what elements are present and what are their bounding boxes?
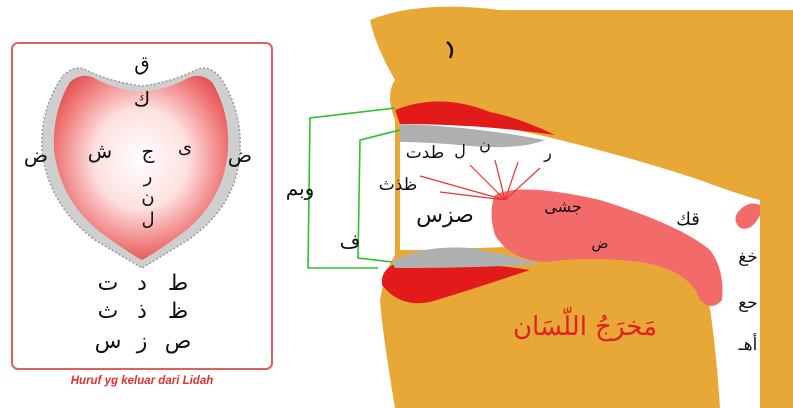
label-jim-group: جشى (544, 197, 582, 216)
tongue-letter-ya: ى (178, 137, 192, 158)
label-nun: ن (479, 135, 491, 154)
label-throat-lower: أهـ (738, 333, 758, 355)
letter-row-3: ص ز س (95, 329, 192, 354)
label-fa: ف (340, 229, 361, 253)
makhraj-title: مَخرَجُ اللّسَان (513, 306, 657, 342)
right-panel: وبم ف طدت ل ن ر ظذث صزس جشى قك ض خغ حع أ… (286, 7, 793, 408)
row3-letter-a: ص (165, 329, 192, 354)
left-panel-caption: Huruf yg keluar dari Lidah (71, 375, 214, 387)
label-dha-group: ظذث (379, 175, 417, 195)
label-throat-middle: حع (738, 293, 758, 313)
row2-letter-b: ذ (137, 299, 147, 324)
tongue-letter-kaf: ك (134, 87, 150, 111)
label-qaf-kaf: قك (676, 209, 700, 230)
label-dhad: ض (592, 236, 609, 252)
left-panel: ق ك ض ض ش ج ى ر ن ل ط د ت ظ ذ ث ص ز س Hu… (12, 43, 272, 387)
label-throat-upper: خغ (738, 247, 758, 267)
row1-letter-a: ط (168, 271, 188, 296)
row2-letter-a: ظ (168, 299, 188, 324)
tongue-letter-ra: ر (143, 166, 153, 187)
tongue-letter-lam: ل (141, 209, 154, 230)
tongue-letter-jim: ج (142, 139, 155, 163)
letter-row-1: ط د ت (98, 271, 189, 296)
label-upper-teeth-group: طدت (406, 143, 444, 163)
row3-letter-b: ز (136, 329, 148, 354)
tongue-letter-dhad-left: ض (24, 143, 48, 167)
tongue-letter-qaf: ق (134, 51, 150, 75)
row1-letter-c: ت (98, 271, 119, 296)
tongue-letter-nun: ن (141, 187, 154, 208)
fa-bracket-line (358, 130, 400, 262)
label-sad-group: صزس (416, 203, 474, 228)
row2-letter-c: ث (98, 299, 119, 324)
letter-row-2: ظ ذ ث (98, 299, 189, 324)
label-ra: ر (543, 143, 552, 163)
row3-letter-c: س (95, 329, 122, 354)
tongue-letter-dhad-right: ض (228, 143, 252, 167)
row1-letter-b: د (137, 271, 147, 296)
label-lam: ل (454, 141, 466, 160)
tongue-letter-shin: ش (88, 139, 112, 163)
label-lips-group: وبم (286, 176, 315, 200)
